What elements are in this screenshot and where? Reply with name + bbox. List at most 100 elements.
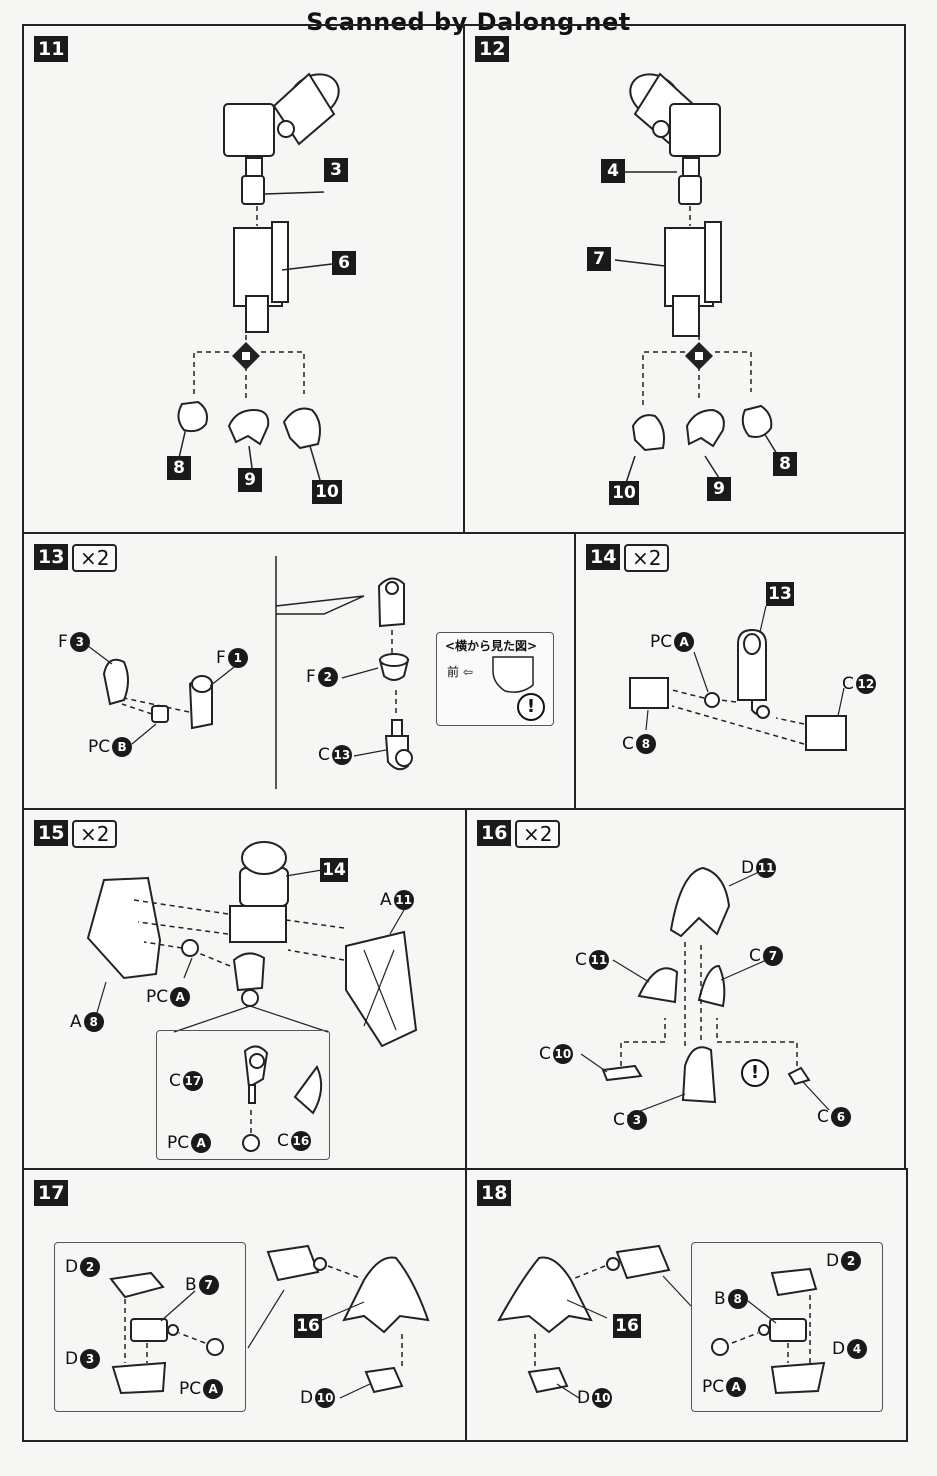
part-number: A: [203, 1379, 224, 1399]
side-view-shape: [492, 656, 534, 693]
caution-icon: !: [741, 1059, 769, 1087]
front-direction-label: 前 ⇦: [447, 665, 473, 679]
part-number: 10: [592, 1388, 613, 1408]
part-ref-8: 8: [773, 452, 797, 476]
step-12-illustration: [614, 72, 778, 487]
part-number: 4: [847, 1339, 868, 1359]
part-ref-13: 13: [766, 582, 794, 606]
part-letter: D: [65, 1257, 79, 1277]
step-number: 11: [34, 36, 69, 62]
part-number: A: [191, 1133, 212, 1153]
part-number: 16: [290, 1131, 311, 1151]
step-14-panel: 14 ×2: [574, 532, 906, 810]
part-ref-9: 9: [238, 468, 262, 492]
part-letter: D: [832, 1339, 846, 1359]
step-12-panel: 12: [463, 24, 906, 534]
part-letter: C: [622, 734, 634, 754]
caution-icon: !: [517, 693, 545, 721]
step-number: 14: [586, 544, 621, 570]
part-number: 13: [331, 745, 352, 765]
part-number: 3: [626, 1110, 647, 1130]
step-15-panel: 15 ×2: [22, 808, 467, 1170]
quantity-multiplier: ×2: [72, 544, 118, 572]
part-number: 10: [552, 1044, 573, 1064]
step-11-panel: 11: [22, 24, 465, 534]
part-number: 11: [393, 890, 414, 910]
part-ref-10: 10: [312, 480, 342, 504]
part-letter: PC: [179, 1379, 202, 1399]
step-16-panel: 16 ×2: [465, 808, 906, 1170]
step-11-illustration: [177, 72, 340, 481]
part-letter: C: [539, 1044, 551, 1064]
part-letter: D: [300, 1388, 314, 1408]
part-number: 8: [83, 1012, 104, 1032]
part-number: 7: [762, 946, 783, 966]
part-ref-16: 16: [294, 1314, 322, 1338]
part-number: 12: [855, 674, 876, 694]
side-view-title: <横から見た図>: [445, 639, 538, 653]
step-number: 18: [477, 1180, 512, 1206]
step-13-panel: 13 ×2: [22, 532, 576, 810]
part-number: 2: [841, 1251, 862, 1271]
part-letter: B: [185, 1275, 197, 1295]
part-letter: A: [380, 890, 392, 910]
part-letter: C: [169, 1071, 181, 1091]
part-letter: D: [741, 858, 755, 878]
part-letter: F: [306, 667, 316, 687]
part-number: 2: [317, 667, 338, 687]
part-letter: PC: [650, 632, 673, 652]
part-ref-8: 8: [167, 456, 191, 480]
part-letter: C: [749, 946, 761, 966]
part-letter: B: [714, 1289, 726, 1309]
part-letter: F: [58, 632, 68, 652]
part-number: 8: [635, 734, 656, 754]
step-15-illustration: [86, 841, 418, 1048]
part-letter: PC: [88, 737, 111, 757]
step-number: 15: [34, 820, 69, 846]
step-16-illustration: [580, 866, 830, 1117]
part-number: 2: [80, 1257, 101, 1277]
header-text: Scanned by Dalong.net: [306, 8, 631, 36]
part-letter: PC: [146, 987, 169, 1007]
part-letter: C: [575, 950, 587, 970]
part-number: 3: [69, 632, 90, 652]
part-number: 1: [227, 648, 248, 668]
part-letter: C: [613, 1110, 625, 1130]
quantity-multiplier: ×2: [624, 544, 670, 572]
part-ref-16: 16: [613, 1314, 641, 1338]
detail-illustration: [242, 1045, 323, 1152]
part-letter: D: [65, 1349, 79, 1369]
part-number: 11: [588, 950, 609, 970]
part-number: 3: [80, 1349, 101, 1369]
